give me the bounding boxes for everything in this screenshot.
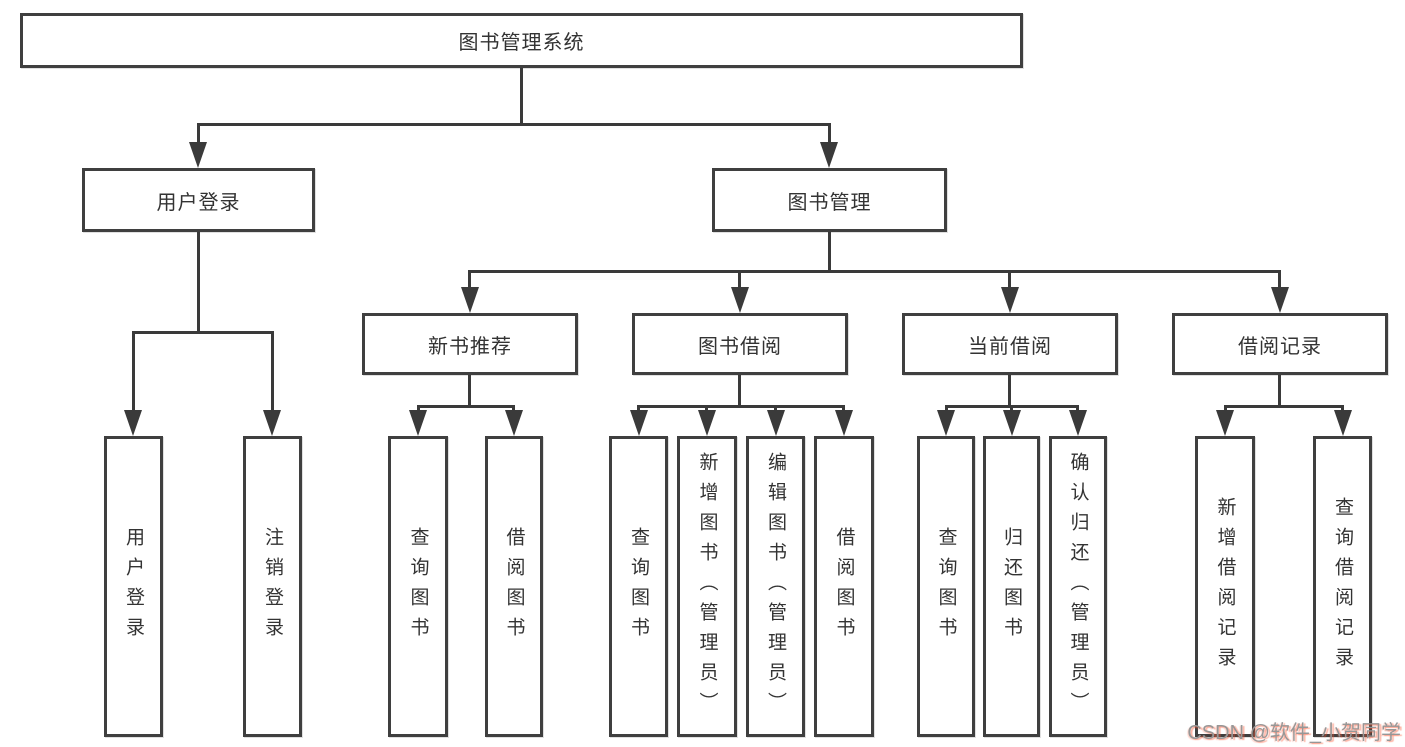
connector-line	[520, 68, 523, 124]
arrow-down-icon	[1069, 410, 1087, 436]
arrow-down-icon	[263, 410, 281, 436]
connector-line	[1278, 270, 1281, 288]
leaf-add-borrow-record-label: 新增借阅记录	[1214, 496, 1236, 677]
connector-line	[468, 270, 1281, 273]
connector-line	[1008, 270, 1011, 288]
arrow-down-icon	[1003, 410, 1021, 436]
connector-line	[1076, 405, 1079, 413]
connector-line	[271, 331, 274, 411]
leaf-borrow-books-2-label: 借阅图书	[833, 526, 855, 647]
connector-line	[132, 331, 274, 334]
arrow-down-icon	[1334, 410, 1352, 436]
connector-line	[705, 405, 708, 413]
connector-line	[417, 405, 420, 413]
leaf-add-books-admin-label: 新增图书（管理员）	[696, 451, 718, 722]
node-book-management: 图书管理	[712, 168, 947, 232]
arrow-down-icon	[1271, 287, 1289, 313]
connector-line	[774, 405, 777, 413]
leaf-return-books-label: 归还图书	[1001, 526, 1022, 647]
leaf-add-books-admin: 新增图书（管理员）	[677, 436, 737, 737]
connector-line	[417, 405, 515, 408]
connector-line	[1224, 405, 1227, 413]
arrow-down-icon	[767, 410, 785, 436]
leaf-add-borrow-record: 新增借阅记录	[1195, 436, 1255, 737]
arrow-down-icon	[698, 410, 716, 436]
node-new-book-recommend: 新书推荐	[362, 313, 578, 375]
connector-line	[132, 331, 135, 411]
node-root-label: 图书管理系统	[458, 32, 585, 54]
node-new-book-recommend-label: 新书推荐	[428, 335, 512, 358]
connector-line	[197, 124, 200, 146]
node-current-borrow-label: 当前借阅	[968, 335, 1052, 358]
arrow-down-icon	[461, 287, 479, 313]
node-book-borrow: 图书借阅	[632, 313, 848, 375]
leaf-query-books-2: 查询图书	[609, 436, 668, 737]
connector-line	[828, 232, 831, 272]
node-root: 图书管理系统	[20, 13, 1023, 68]
connector-line	[197, 232, 200, 333]
arrow-down-icon	[124, 410, 142, 436]
node-current-borrow: 当前借阅	[902, 313, 1118, 375]
connector-line	[1224, 405, 1344, 408]
arrow-down-icon	[835, 410, 853, 436]
connector-line	[738, 270, 741, 288]
connector-line	[1341, 405, 1344, 413]
leaf-query-books-1: 查询图书	[388, 436, 448, 737]
leaf-edit-books-admin-label: 编辑图书（管理员）	[765, 451, 786, 722]
connector-line	[468, 270, 471, 288]
csdn-watermark: CSDN @软件_小贺同学	[1187, 722, 1401, 744]
leaf-query-borrow-record: 查询借阅记录	[1313, 436, 1372, 737]
arrow-down-icon	[189, 142, 207, 168]
leaf-query-books-3-label: 查询图书	[935, 526, 957, 647]
leaf-borrow-books-1-label: 借阅图书	[503, 526, 525, 647]
node-book-management-label: 图书管理	[787, 191, 872, 214]
arrow-down-icon	[630, 410, 648, 436]
connector-line	[738, 375, 741, 407]
connector-line	[945, 405, 948, 413]
leaf-user-login: 用户登录	[104, 436, 163, 737]
connector-line	[468, 375, 471, 407]
leaf-confirm-return-admin: 确认归还（管理员）	[1049, 436, 1107, 737]
leaf-edit-books-admin: 编辑图书（管理员）	[746, 436, 805, 737]
connector-line	[828, 124, 831, 146]
arrow-down-icon	[1001, 287, 1019, 313]
connector-line	[1010, 405, 1013, 413]
leaf-query-borrow-record-label: 查询借阅记录	[1332, 496, 1353, 677]
leaf-query-books-3: 查询图书	[917, 436, 975, 737]
arrow-down-icon	[820, 142, 838, 168]
connector-line	[842, 405, 845, 413]
leaf-query-books-1-label: 查询图书	[407, 526, 429, 647]
node-borrow-records: 借阅记录	[1172, 313, 1388, 375]
arrow-down-icon	[409, 410, 427, 436]
leaf-query-books-2-label: 查询图书	[628, 526, 649, 647]
arrow-down-icon	[731, 287, 749, 313]
arrow-down-icon	[505, 410, 523, 436]
node-user-login-label: 用户登录	[156, 191, 241, 214]
leaf-user-login-label: 用户登录	[123, 526, 144, 647]
connector-line	[637, 405, 845, 408]
arrow-down-icon	[937, 410, 955, 436]
connector-line	[637, 405, 640, 413]
leaf-logout-label: 注销登录	[262, 526, 283, 647]
connector-line	[197, 123, 831, 126]
leaf-borrow-books-2: 借阅图书	[814, 436, 874, 737]
leaf-confirm-return-admin-label: 确认归还（管理员）	[1067, 451, 1089, 722]
leaf-logout: 注销登录	[243, 436, 302, 737]
node-book-borrow-label: 图书借阅	[698, 335, 782, 358]
node-user-login: 用户登录	[82, 168, 315, 232]
leaf-borrow-books-1: 借阅图书	[485, 436, 543, 737]
connector-line	[1008, 375, 1011, 407]
node-borrow-records-label: 借阅记录	[1238, 335, 1322, 358]
arrow-down-icon	[1216, 410, 1234, 436]
leaf-return-books: 归还图书	[983, 436, 1040, 737]
connector-line	[1278, 375, 1281, 407]
connector-line	[512, 405, 515, 413]
